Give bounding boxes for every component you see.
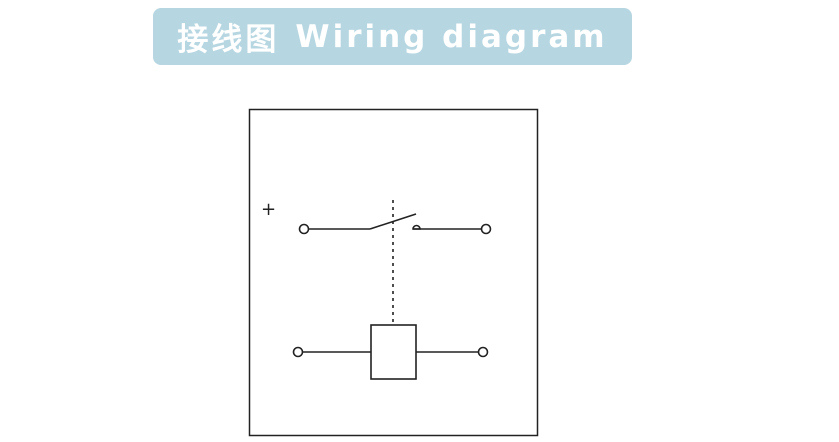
relay-coil (292, 324, 489, 380)
title-cn: 接线图 (177, 22, 280, 58)
terminal-coil-left (292, 346, 304, 358)
terminal-coil-right (477, 346, 489, 358)
polarity-label: + (261, 199, 276, 220)
switch-contact (298, 213, 492, 235)
title-banner: 接线图 Wiring diagram (153, 8, 632, 65)
coil-box (370, 324, 417, 380)
title-en: Wiring diagram (295, 18, 608, 55)
terminal-switch-right (480, 223, 492, 235)
diagram-frame (248, 108, 539, 437)
terminal-switch-left (298, 223, 310, 235)
